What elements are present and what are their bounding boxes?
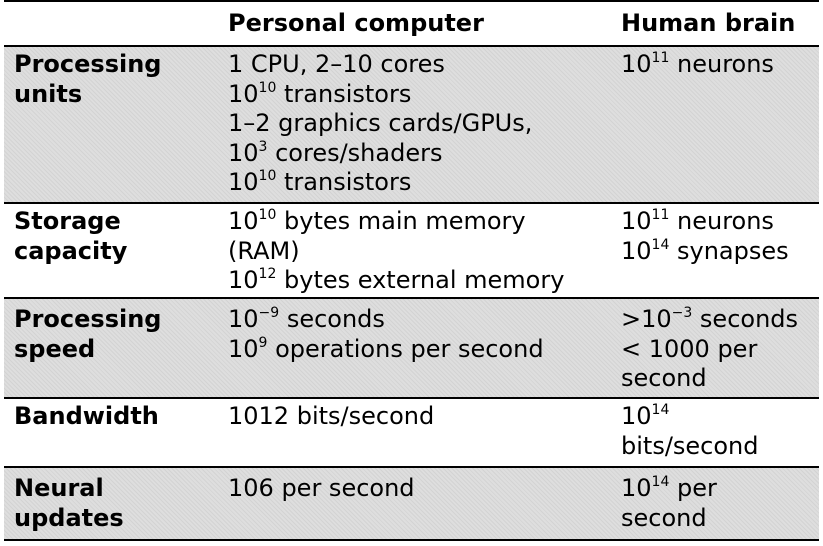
- cell-line: second: [621, 503, 707, 532]
- row-label: Neural updates: [14, 474, 124, 532]
- cell-line: second: [621, 364, 707, 392]
- computer-cell: 10−9 seconds 109 operations per second: [228, 305, 544, 364]
- row-divider: [4, 297, 819, 299]
- cell-line: 1014 synapses: [621, 236, 789, 265]
- brain-cell: >10−3 seconds < 1000 per second: [621, 305, 798, 394]
- table-row: Processing units 1 CPU, 2–10 cores 1010 …: [4, 47, 819, 202]
- table-row: Storage capacity 1010 bytes main memory …: [4, 204, 819, 297]
- header-row: Personal computer Human brain: [4, 2, 819, 45]
- cell-line: 1011 neurons: [621, 207, 774, 235]
- computer-cell: 1010 bytes main memory (RAM) 1012 bytes …: [228, 207, 564, 296]
- cell-line: 1010 bytes main memory: [228, 207, 526, 235]
- cell-line: 103 cores/shaders: [228, 138, 443, 167]
- row-divider: [4, 397, 819, 399]
- cell-line: 1012 bytes external memory: [228, 266, 565, 294]
- row-divider: [4, 466, 819, 468]
- cell-line: 109 operations per second: [228, 334, 544, 363]
- row-divider: [4, 202, 819, 204]
- cell-line: 1011 neurons: [621, 50, 774, 78]
- cell-line: 1010 transistors: [228, 168, 412, 196]
- cell-line: 1014 per: [621, 474, 717, 502]
- table-bottom-rule: [4, 539, 819, 541]
- header-human-brain: Human brain: [621, 9, 796, 37]
- header-personal-computer: Personal computer: [228, 9, 484, 37]
- table-row: Neural updates 106 per second 1014 per s…: [4, 468, 819, 539]
- cell-line: 106 per second: [228, 474, 415, 502]
- computer-cell: 1 CPU, 2–10 cores 1010 transistors 1–2 g…: [228, 50, 532, 198]
- cell-line: < 1000 per: [621, 334, 758, 363]
- table-row: Processing speed 10−9 seconds 109 operat…: [4, 299, 819, 397]
- row-label: Bandwidth: [14, 402, 159, 430]
- table-row: Bandwidth 1012 bits/second 1014 bits/sec…: [4, 399, 819, 466]
- cell-line: 1–2 graphics cards/GPUs,: [228, 109, 533, 137]
- cell-line: 1010 transistors: [228, 79, 412, 108]
- cell-line: (RAM): [228, 236, 300, 265]
- brain-cell: 1014 bits/second: [621, 402, 759, 461]
- cell-line: 1014: [621, 402, 670, 430]
- cell-line: 10−9 seconds: [228, 305, 385, 333]
- cell-line: 1 CPU, 2–10 cores: [228, 50, 445, 78]
- brain-cell: 1011 neurons 1014 synapses: [621, 207, 789, 266]
- row-label: Storage capacity: [14, 207, 128, 265]
- cell-line: >10−3 seconds: [621, 305, 799, 333]
- table-top-rule: [4, 0, 819, 2]
- row-label: Processing units: [14, 50, 162, 108]
- row-label: Processing speed: [14, 305, 162, 363]
- computer-cell: 1012 bits/second: [228, 402, 434, 432]
- cell-line: bits/second: [621, 431, 759, 460]
- brain-cell: 1011 neurons: [621, 50, 774, 80]
- row-divider: [4, 45, 819, 47]
- computer-cell: 106 per second: [228, 474, 415, 504]
- brain-cell: 1014 per second: [621, 474, 717, 533]
- cell-line: 1012 bits/second: [228, 402, 435, 430]
